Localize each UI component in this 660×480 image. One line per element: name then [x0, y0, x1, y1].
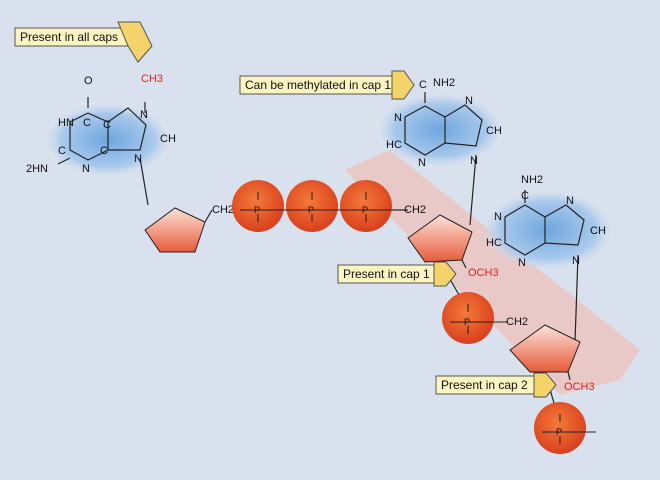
atom-N: N: [140, 109, 148, 121]
phosphate-cap1: P CH2: [442, 292, 528, 344]
guanine-sugar: [144, 207, 206, 253]
highlight-band: [345, 150, 640, 395]
callout-cap2: Present in cap 2: [435, 372, 557, 398]
arrow-icon: [533, 372, 557, 398]
atom-N: N: [470, 155, 478, 167]
triphosphate-bridge: P P P: [232, 180, 394, 232]
atom-CH2: CH2: [506, 316, 528, 328]
label-all-caps: Present in all caps: [20, 30, 118, 44]
atom-C: C: [521, 190, 529, 202]
cap1-sugar: [407, 214, 473, 263]
atom-CH: CH: [486, 125, 502, 137]
atom-HN: HN: [58, 117, 74, 129]
atom-C: C: [100, 145, 108, 157]
arrow-icon: [433, 261, 457, 287]
adenine-base-1: C NH2 N N CH HC N N: [380, 77, 502, 226]
atom-O: O: [84, 75, 93, 87]
adenine-base-2: C NH2 N N CH HC N N: [486, 174, 610, 343]
atom-C: C: [83, 117, 91, 129]
label-cap1: Present in cap 1: [343, 267, 430, 281]
label-cap1-methylated: Can be methylated in cap 1: [245, 78, 391, 92]
atom-C: C: [419, 79, 427, 91]
callout-cap1-methylated: Can be methylated in cap 1: [239, 70, 415, 100]
callout-cap1: Present in cap 1: [337, 261, 457, 287]
atom-N: N: [572, 255, 580, 267]
atom-CH2: CH2: [404, 204, 426, 216]
atom-N: N: [134, 153, 142, 165]
atom-CH: CH: [590, 225, 606, 237]
atom-CH2: CH2: [212, 204, 234, 216]
atom-N: N: [465, 95, 473, 107]
atom-P: P: [254, 205, 260, 215]
atom-HC: HC: [386, 139, 402, 151]
atom-C: C: [103, 119, 111, 131]
guanine-methyl: CH3: [141, 73, 163, 85]
atom-N: N: [418, 157, 426, 169]
arrow-icon: [391, 70, 415, 100]
atom-P: P: [556, 427, 562, 437]
atom-N: N: [566, 195, 574, 207]
cap2-sugar: [509, 324, 581, 373]
atom-2HN: 2HN: [26, 163, 48, 175]
nh2-cap2: NH2: [521, 174, 543, 186]
callout-all-caps: Present in all caps: [14, 21, 153, 63]
atom-N: N: [494, 211, 502, 223]
atom-P: P: [308, 205, 314, 215]
atom-C: C: [58, 145, 66, 157]
atom-CH: CH: [160, 133, 176, 145]
nh2-cap1: NH2: [433, 77, 455, 89]
atom-N: N: [82, 163, 90, 175]
guanine-base: O HN C C N CH N C C N 2HN CH3: [26, 73, 176, 206]
phosphate-cap2: P: [534, 402, 596, 454]
atom-P: P: [464, 317, 470, 327]
atom-P: P: [362, 205, 368, 215]
cap2-och3: OCH3: [564, 381, 595, 393]
label-cap2: Present in cap 2: [441, 378, 528, 392]
atom-HC: HC: [486, 237, 502, 249]
arrow-icon: [117, 21, 153, 63]
atom-N: N: [518, 257, 526, 269]
atom-N: N: [394, 112, 402, 124]
cap1-och3: OCH3: [468, 267, 499, 279]
